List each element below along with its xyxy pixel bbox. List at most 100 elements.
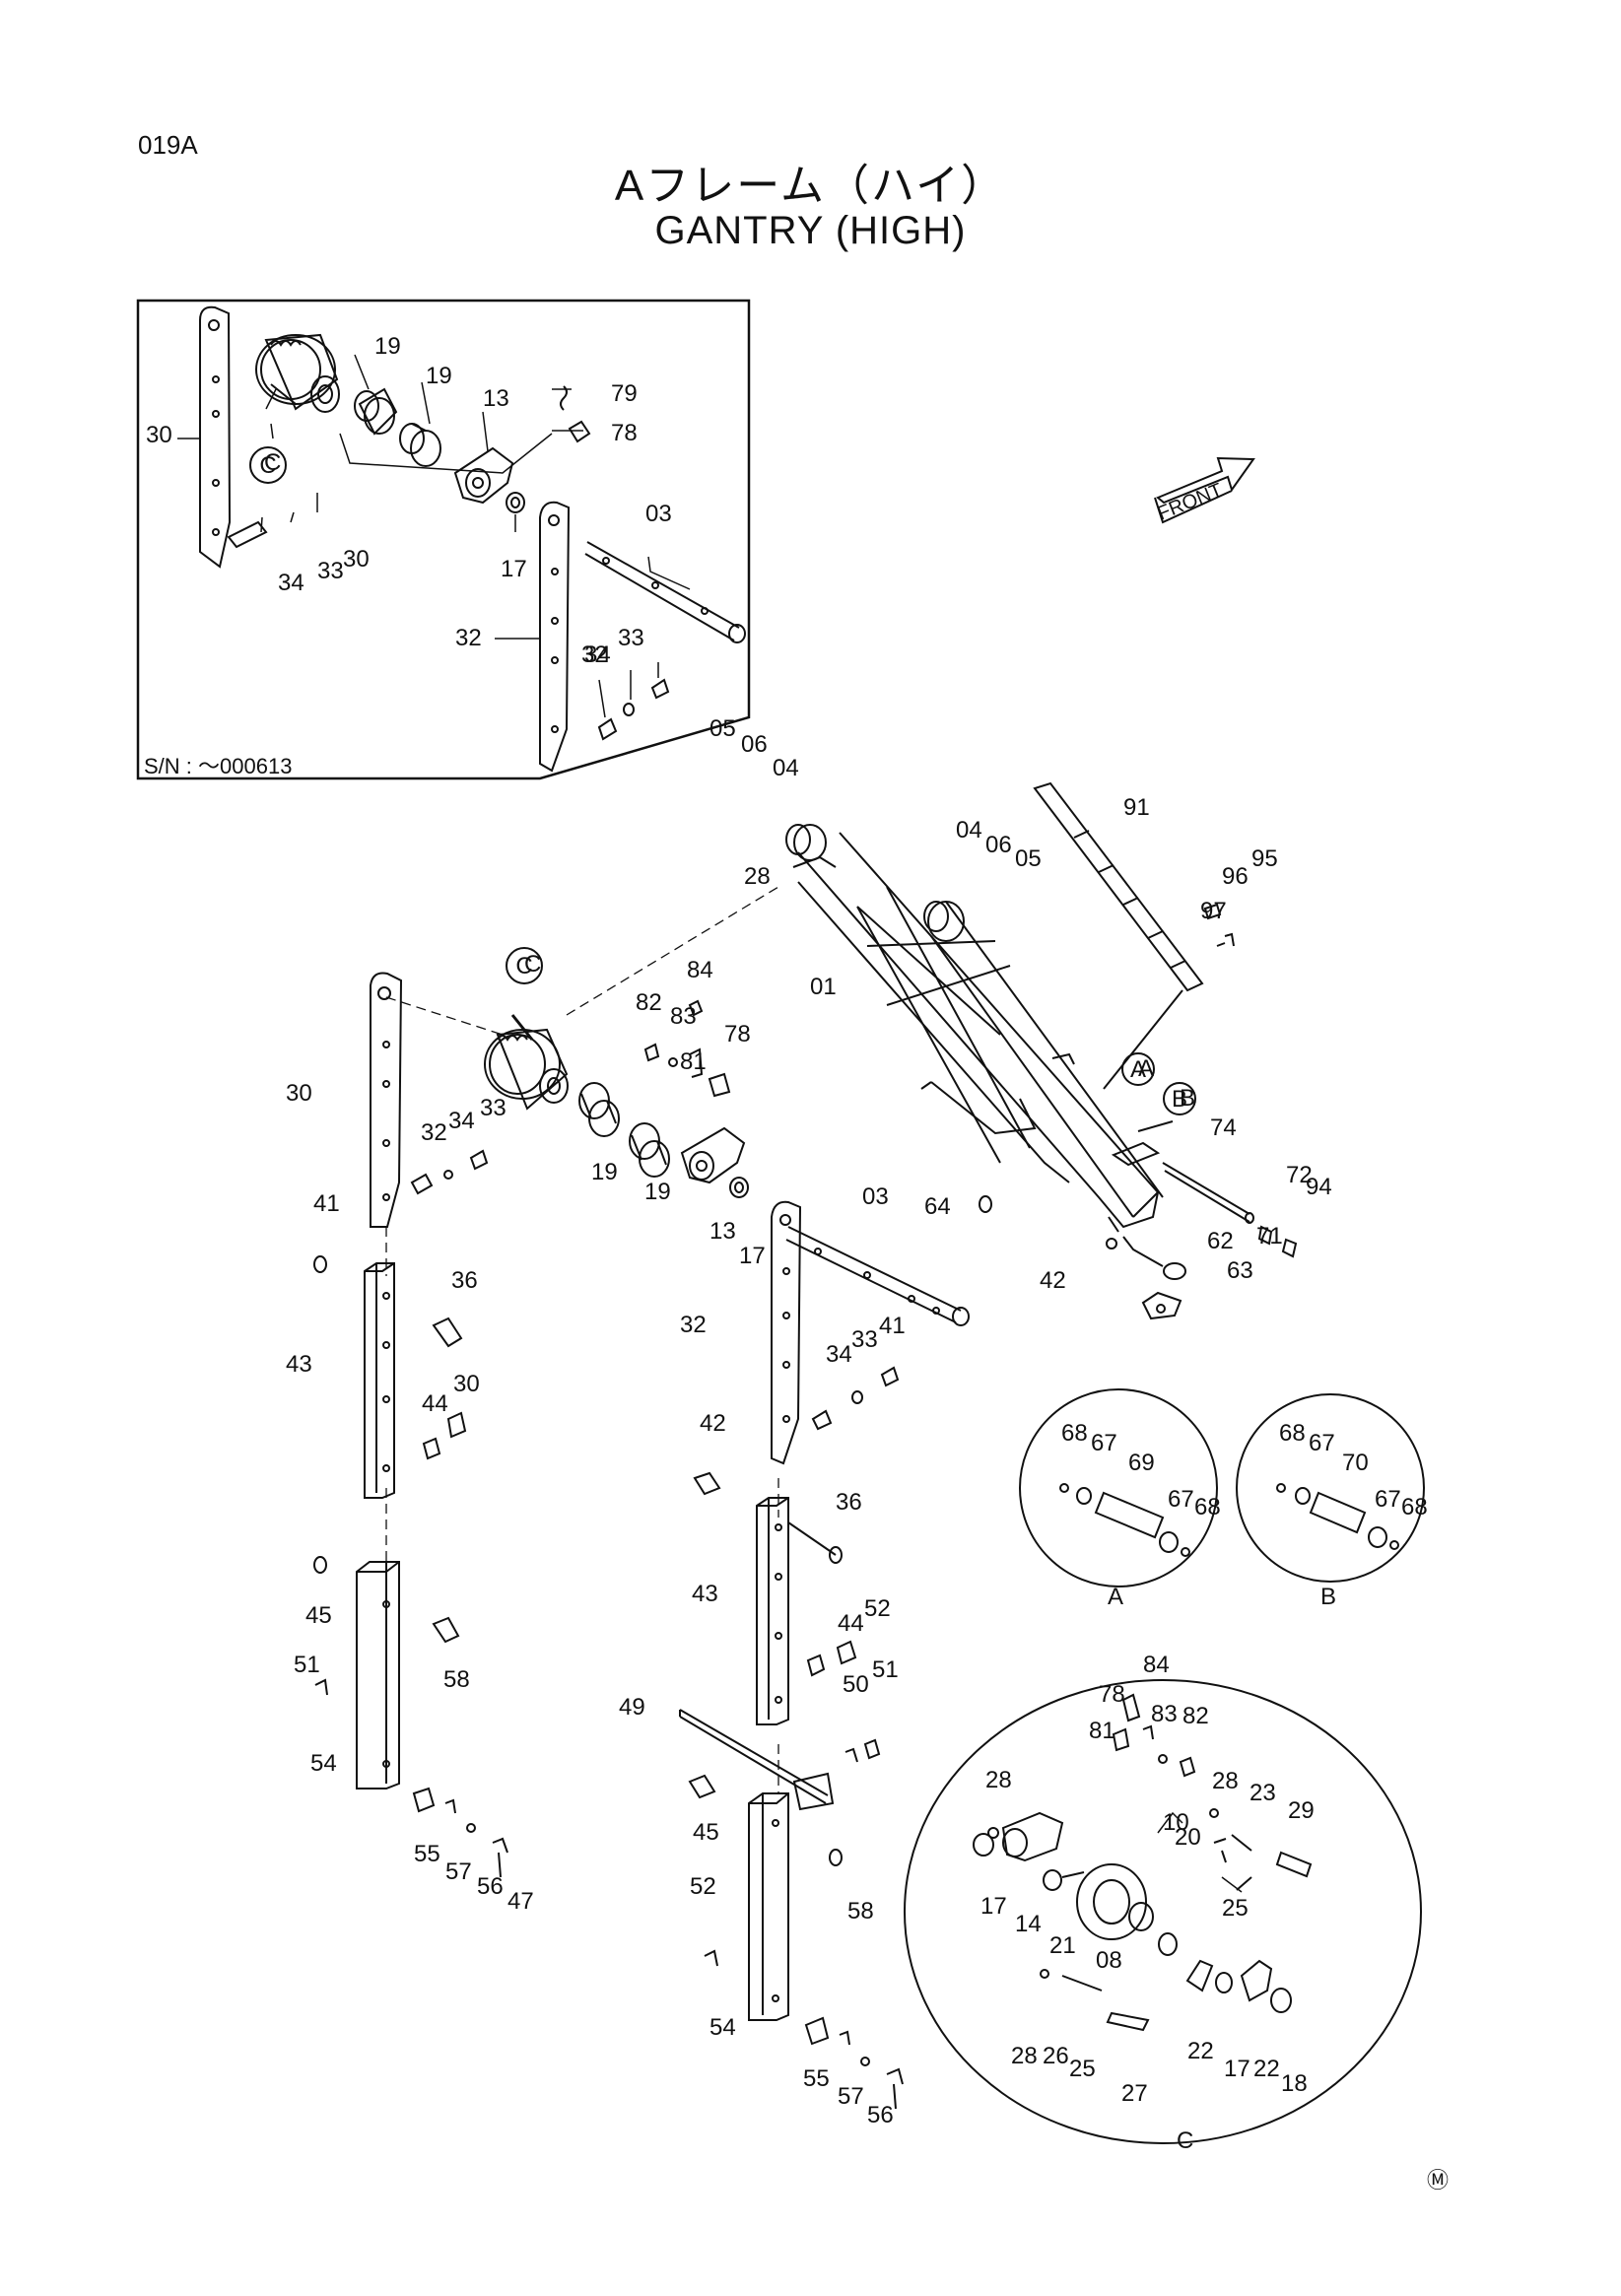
callout-label: 55 bbox=[803, 2065, 830, 2092]
leg-upper-right bbox=[693, 1471, 857, 1725]
leg-lower-left bbox=[313, 1556, 508, 1878]
front-arrow-graphic bbox=[1154, 456, 1255, 524]
callout-label: 82 bbox=[636, 989, 662, 1016]
callout-label: 42 bbox=[1040, 1267, 1066, 1294]
callout-label: 91 bbox=[1123, 794, 1150, 821]
maker-mark: Ⓜ bbox=[1427, 2168, 1450, 2193]
drum-main bbox=[484, 1014, 569, 1111]
callout-label: 22 bbox=[1253, 2056, 1280, 2082]
detail-b-caption: B bbox=[1320, 1584, 1336, 1610]
callout-label: 19 bbox=[374, 333, 401, 360]
callout-label: 41 bbox=[879, 1313, 906, 1339]
callout-label: 34 bbox=[278, 570, 304, 596]
circle-c-ring bbox=[506, 947, 543, 984]
page-code: 019A bbox=[138, 130, 198, 160]
callout-label: 03 bbox=[645, 501, 672, 527]
callout-label: 67 bbox=[1309, 1430, 1335, 1456]
callout-label: 45 bbox=[305, 1602, 332, 1629]
callout-label: 13 bbox=[709, 1218, 736, 1245]
callout-label: 56 bbox=[477, 1873, 504, 1900]
serial-note: S/N : ～000613 bbox=[144, 754, 293, 778]
callout-label: C bbox=[524, 951, 542, 978]
callout-label: 18 bbox=[1281, 2070, 1308, 2097]
detail-circle-b bbox=[1236, 1393, 1425, 1583]
callout-label: 33 bbox=[618, 625, 644, 651]
inset-side-plate-right bbox=[539, 501, 746, 773]
callout-label: 68 bbox=[1061, 1420, 1088, 1447]
detail-circle-a bbox=[1019, 1388, 1218, 1587]
callout-label: 55 bbox=[414, 1841, 440, 1867]
inset-pin bbox=[506, 385, 591, 513]
callout-label: 06 bbox=[741, 731, 768, 758]
inset-drum bbox=[255, 333, 340, 413]
callout-label: 84 bbox=[1143, 1652, 1170, 1678]
callout-label: 05 bbox=[1015, 845, 1042, 872]
callout-label: 04 bbox=[956, 817, 982, 844]
ladder bbox=[1033, 781, 1204, 1090]
callout-label: 04 bbox=[773, 755, 799, 781]
callout-label: 97 bbox=[1200, 898, 1227, 924]
bracket-62-64 bbox=[1106, 1236, 1186, 1320]
callout-label: 64 bbox=[924, 1193, 951, 1220]
callout-label: 34 bbox=[448, 1108, 475, 1134]
detail-circle-c bbox=[904, 1679, 1422, 2144]
callout-label: 26 bbox=[1043, 2043, 1069, 2069]
callout-label: 30 bbox=[286, 1080, 312, 1107]
callout-label: 54 bbox=[310, 1750, 337, 1777]
inset-leaders bbox=[177, 354, 691, 718]
callout-label: 33 bbox=[480, 1095, 507, 1121]
callout-label: 68 bbox=[1194, 1494, 1221, 1520]
detail-c-caption: C bbox=[1177, 2127, 1193, 2154]
callout-label: 54 bbox=[709, 2014, 736, 2041]
callout-label: 45 bbox=[693, 1819, 719, 1846]
inset-clamp bbox=[453, 446, 514, 505]
title-english: GANTRY (HIGH) bbox=[654, 209, 967, 252]
callout-label: 57 bbox=[838, 2083, 864, 2110]
circle-b: B bbox=[1172, 1086, 1187, 1113]
callout-label: 34 bbox=[584, 642, 611, 668]
callout-label: 21 bbox=[1049, 1932, 1076, 1959]
circle-b-ring bbox=[1163, 1082, 1196, 1115]
callout-label: 51 bbox=[872, 1656, 899, 1683]
link-rod bbox=[679, 1709, 881, 1811]
callout-label: 28 bbox=[1212, 1768, 1239, 1794]
leg-lower-right bbox=[688, 1774, 904, 2110]
circle-a: A bbox=[1130, 1056, 1146, 1083]
inset-circle-c: C bbox=[259, 452, 276, 479]
callout-label: 32 bbox=[455, 625, 482, 651]
callout-label: 62 bbox=[1207, 1228, 1234, 1254]
inset-bushings bbox=[354, 387, 441, 467]
callout-label: 14 bbox=[1015, 1911, 1042, 1937]
callout-label: 28 bbox=[1011, 2043, 1038, 2069]
callout-label: 06 bbox=[985, 832, 1012, 858]
callout-label: 58 bbox=[443, 1666, 470, 1693]
callout-label: 17 bbox=[1224, 2056, 1250, 2082]
callout-label: 30 bbox=[453, 1371, 480, 1397]
callout-label: 33 bbox=[317, 558, 344, 584]
callout-label: 78 bbox=[724, 1021, 751, 1047]
callout-label: 25 bbox=[1222, 1895, 1249, 1922]
callout-label: 95 bbox=[1251, 845, 1278, 872]
callout-label: 44 bbox=[422, 1390, 448, 1417]
callout-label: 44 bbox=[838, 1610, 864, 1637]
callout-label: 03 bbox=[862, 1183, 889, 1210]
callout-label: 58 bbox=[847, 1898, 874, 1925]
callout-label: A bbox=[1138, 1055, 1155, 1082]
callout-label: 23 bbox=[1250, 1780, 1276, 1806]
callout-label: 29 bbox=[1288, 1797, 1315, 1824]
callout-label: 52 bbox=[864, 1595, 891, 1622]
callout-label: 81 bbox=[1089, 1718, 1115, 1744]
callout-label: 67 bbox=[1091, 1430, 1117, 1456]
callout-label: 47 bbox=[507, 1888, 534, 1915]
callout-label: 32 bbox=[421, 1119, 447, 1146]
pivot-pin bbox=[979, 903, 1298, 1258]
inset-box bbox=[136, 299, 751, 780]
leg-upper-left bbox=[313, 1255, 467, 1499]
circle-c: C bbox=[515, 953, 532, 979]
callout-label: 19 bbox=[644, 1179, 671, 1205]
callout-label: 71 bbox=[1256, 1223, 1283, 1249]
callout-label: 01 bbox=[810, 974, 837, 1000]
callout-label: B bbox=[1180, 1085, 1196, 1112]
